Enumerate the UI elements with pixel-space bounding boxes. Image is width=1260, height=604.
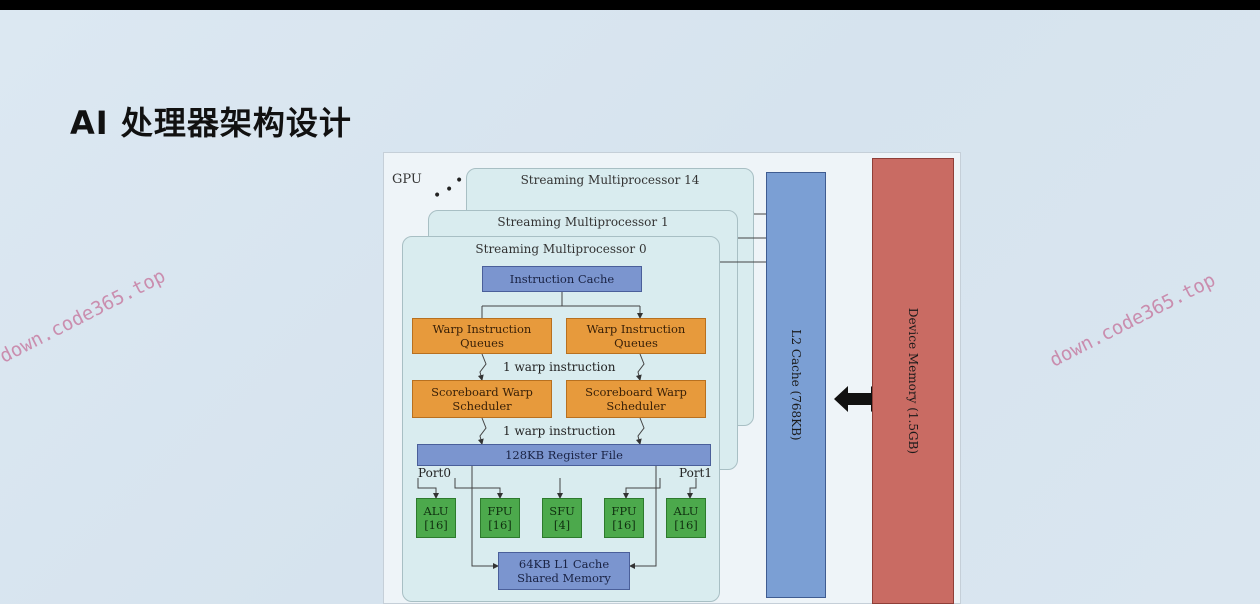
warp-queue-left-box: Warp Instruction Queues	[412, 318, 552, 354]
gpu-label: GPU	[392, 172, 422, 187]
ellipsis-dot: •	[455, 173, 464, 189]
sm-1-label: Streaming Multiprocessor 1	[497, 215, 669, 229]
shared-memory-label: Shared Memory	[517, 571, 611, 585]
unit-name: FPU	[487, 503, 513, 518]
instruction-cache-box: Instruction Cache	[482, 266, 642, 292]
warp-queue-right-box: Warp Instruction Queues	[566, 318, 706, 354]
ellipsis-dot: •	[433, 188, 442, 204]
port0-label: Port0	[418, 466, 452, 480]
unit-name: ALU	[423, 503, 449, 518]
sfu-unit: SFU [4]	[542, 498, 582, 538]
unit-name: ALU	[673, 503, 699, 518]
fpu-unit-right: FPU [16]	[604, 498, 644, 538]
scheduler-right-box: Scoreboard Warp Scheduler	[566, 380, 706, 418]
top-bar	[0, 0, 1260, 10]
sm-14-label: Streaming Multiprocessor 14	[520, 173, 700, 187]
register-file-box: 128KB Register File	[417, 444, 711, 466]
l1-cache-box: 64KB L1 Cache Shared Memory	[498, 552, 630, 590]
warp-instruction-label-2: 1 warp instruction	[503, 424, 616, 438]
sm-0-panel: Streaming Multiprocessor 0	[402, 236, 720, 602]
warp-instruction-label-1: 1 warp instruction	[503, 360, 616, 374]
port1-label: Port1	[679, 466, 713, 480]
fpu-unit-left: FPU [16]	[480, 498, 520, 538]
l2-cache-label: L2 Cache (768KB)	[789, 329, 803, 441]
scheduler-left-box: Scoreboard Warp Scheduler	[412, 380, 552, 418]
unit-count: [16]	[612, 518, 636, 532]
unit-count: [16]	[424, 518, 448, 532]
unit-name: SFU	[549, 503, 575, 518]
unit-count: [16]	[488, 518, 512, 532]
alu-unit-right: ALU [16]	[666, 498, 706, 538]
unit-count: [4]	[553, 518, 571, 532]
device-memory-label: Device Memory (1.5GB)	[906, 307, 920, 455]
sm-0-label: Streaming Multiprocessor 0	[475, 242, 647, 256]
page-title: AI 处理器架构设计	[70, 104, 352, 142]
l1-cache-label: 64KB L1 Cache	[518, 556, 610, 571]
l2-cache-bar: L2 Cache (768KB)	[766, 172, 826, 598]
unit-count: [16]	[674, 518, 698, 532]
alu-unit-left: ALU [16]	[416, 498, 456, 538]
device-memory-bar: Device Memory (1.5GB)	[872, 158, 954, 604]
unit-name: FPU	[611, 503, 637, 518]
ellipsis-dot: •	[445, 182, 454, 198]
